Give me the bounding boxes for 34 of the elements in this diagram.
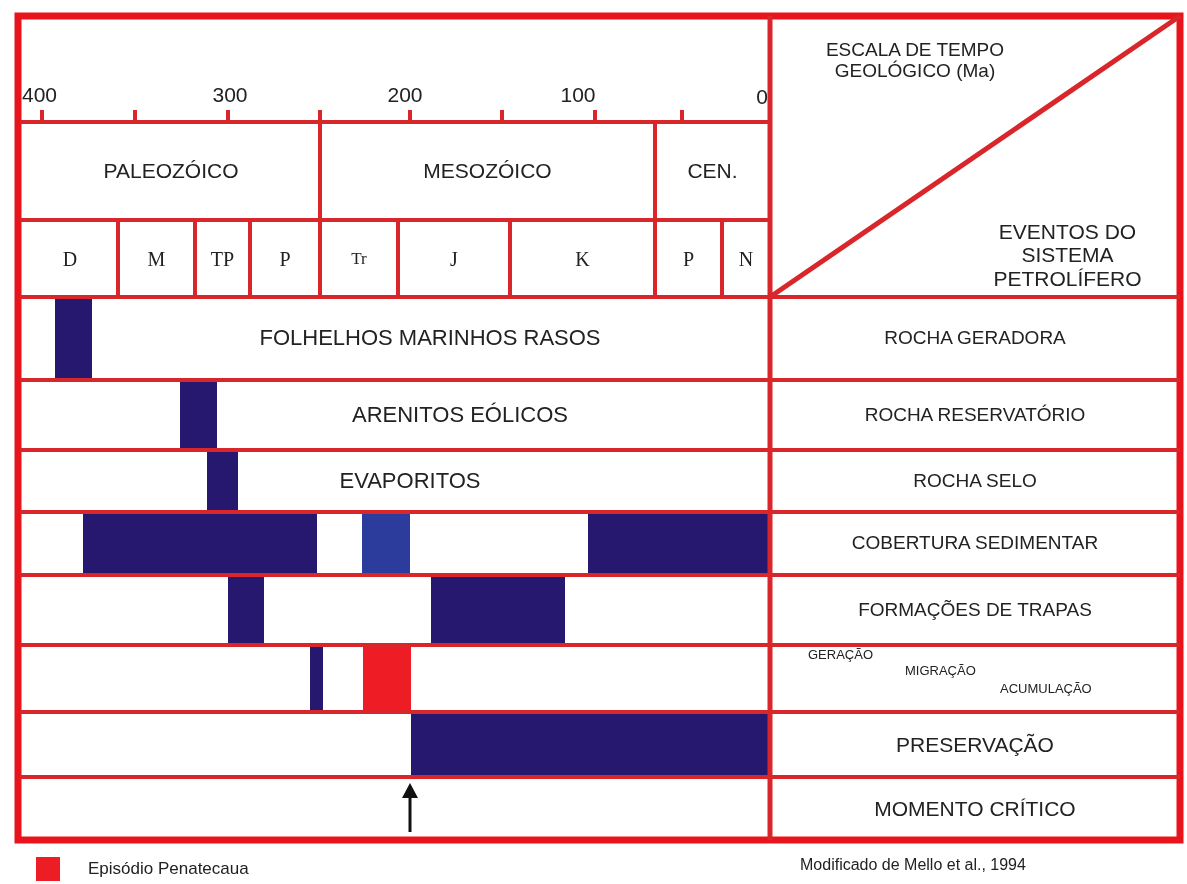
tick-label: 200 — [387, 83, 423, 107]
period-label: Tr — [351, 249, 367, 269]
column-heading: EVENTOS DO SISTEMA PETROLÍFERO — [992, 220, 1143, 290]
rock-label: EVAPORITOS — [339, 468, 481, 494]
period-label: D — [62, 248, 78, 270]
rock-label: FOLHELHOS MARINHOS RASOS — [259, 326, 601, 351]
event-label: MIGRAÇÃO — [905, 663, 976, 679]
tick-label: 0 — [756, 85, 768, 109]
period-label: N — [738, 248, 754, 270]
event-label: GERAÇÃO — [808, 647, 873, 663]
column-heading: ESCALA DE TEMPO GEOLÓGICO (Ma) — [824, 40, 1006, 82]
period-label: K — [575, 248, 590, 270]
event-label: ROCHA SELO — [913, 470, 1037, 492]
event-label: MOMENTO CRÍTICO — [874, 796, 1076, 821]
period-label: P — [682, 248, 695, 270]
period-label: M — [147, 248, 166, 270]
event-label: FORMAÇÕES DE TRAPAS — [858, 599, 1092, 621]
period-label: J — [450, 248, 458, 270]
event-label: ROCHA RESERVATÓRIO — [864, 404, 1086, 426]
era-label: CEN. — [687, 159, 738, 183]
rock-label: ARENITOS EÓLICOS — [352, 402, 568, 428]
event-label: ROCHA GERADORA — [884, 328, 1066, 349]
event-label: COBERTURA SEDIMENTAR — [851, 533, 1099, 554]
tick-label: 100 — [560, 83, 596, 107]
tick-label: 300 — [212, 83, 248, 107]
tick-label: 400 — [22, 83, 58, 107]
caption: Modificado de Mello et al., 1994 — [800, 856, 1026, 874]
event-label: PRESERVAÇÃO — [896, 732, 1054, 757]
period-label: TP — [210, 248, 235, 270]
event-label: ACUMULAÇÃO — [1000, 681, 1092, 697]
legend-label: Episódio Penatecaua — [88, 859, 249, 879]
era-label: MESOZÓICO — [423, 159, 552, 183]
era-label: PALEOZÓICO — [103, 159, 239, 183]
period-label: P — [279, 248, 291, 270]
